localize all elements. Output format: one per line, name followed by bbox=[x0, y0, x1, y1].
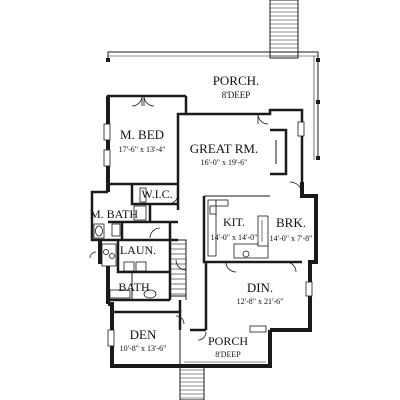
din-dim: 12'-8" x 21'-6" bbox=[237, 297, 284, 306]
m-bath-name: M. BATH bbox=[90, 207, 138, 221]
doors bbox=[89, 95, 303, 341]
room-labels: PORCH. 8'DEEP M. BED 17'-6" x 13'-4" GRE… bbox=[90, 73, 312, 359]
rear-stair bbox=[269, 0, 299, 59]
front-stair bbox=[179, 365, 205, 400]
brk-dim: 14'-0" x 7'-8" bbox=[270, 234, 313, 243]
brk-name: BRK. bbox=[276, 215, 306, 230]
bath-fixtures bbox=[93, 187, 157, 299]
bath-name: BATH bbox=[118, 280, 150, 294]
rear-porch-dim: 8'DEEP bbox=[222, 90, 251, 100]
kitchen-counters bbox=[207, 199, 269, 259]
den-name: DEN bbox=[130, 327, 157, 342]
front-porch-name: PORCH bbox=[208, 334, 248, 348]
great-rm-dim: 16'-0" x 19'-6" bbox=[201, 158, 248, 167]
windows bbox=[103, 121, 313, 347]
interior-stair bbox=[169, 239, 187, 297]
kit-name: KIT. bbox=[223, 215, 245, 229]
kit-dim: 14'-0" x 14'-0" bbox=[211, 233, 258, 242]
den-dim: 10'-8" x 13'-6" bbox=[120, 344, 167, 353]
rear-porch bbox=[106, 51, 320, 160]
laun-name: LAUN. bbox=[120, 243, 156, 257]
m-bed-name: M. BED bbox=[120, 127, 164, 142]
wic-name: W.I.C. bbox=[141, 187, 172, 201]
interior-walls bbox=[100, 182, 302, 332]
great-rm-name: GREAT RM. bbox=[190, 141, 258, 156]
m-bed-dim: 17'-6" x 13'-4" bbox=[119, 145, 166, 154]
rear-porch-name: PORCH. bbox=[213, 73, 260, 88]
din-name: DIN. bbox=[247, 280, 273, 295]
front-porch-dim: 8'DEEP bbox=[215, 350, 241, 359]
